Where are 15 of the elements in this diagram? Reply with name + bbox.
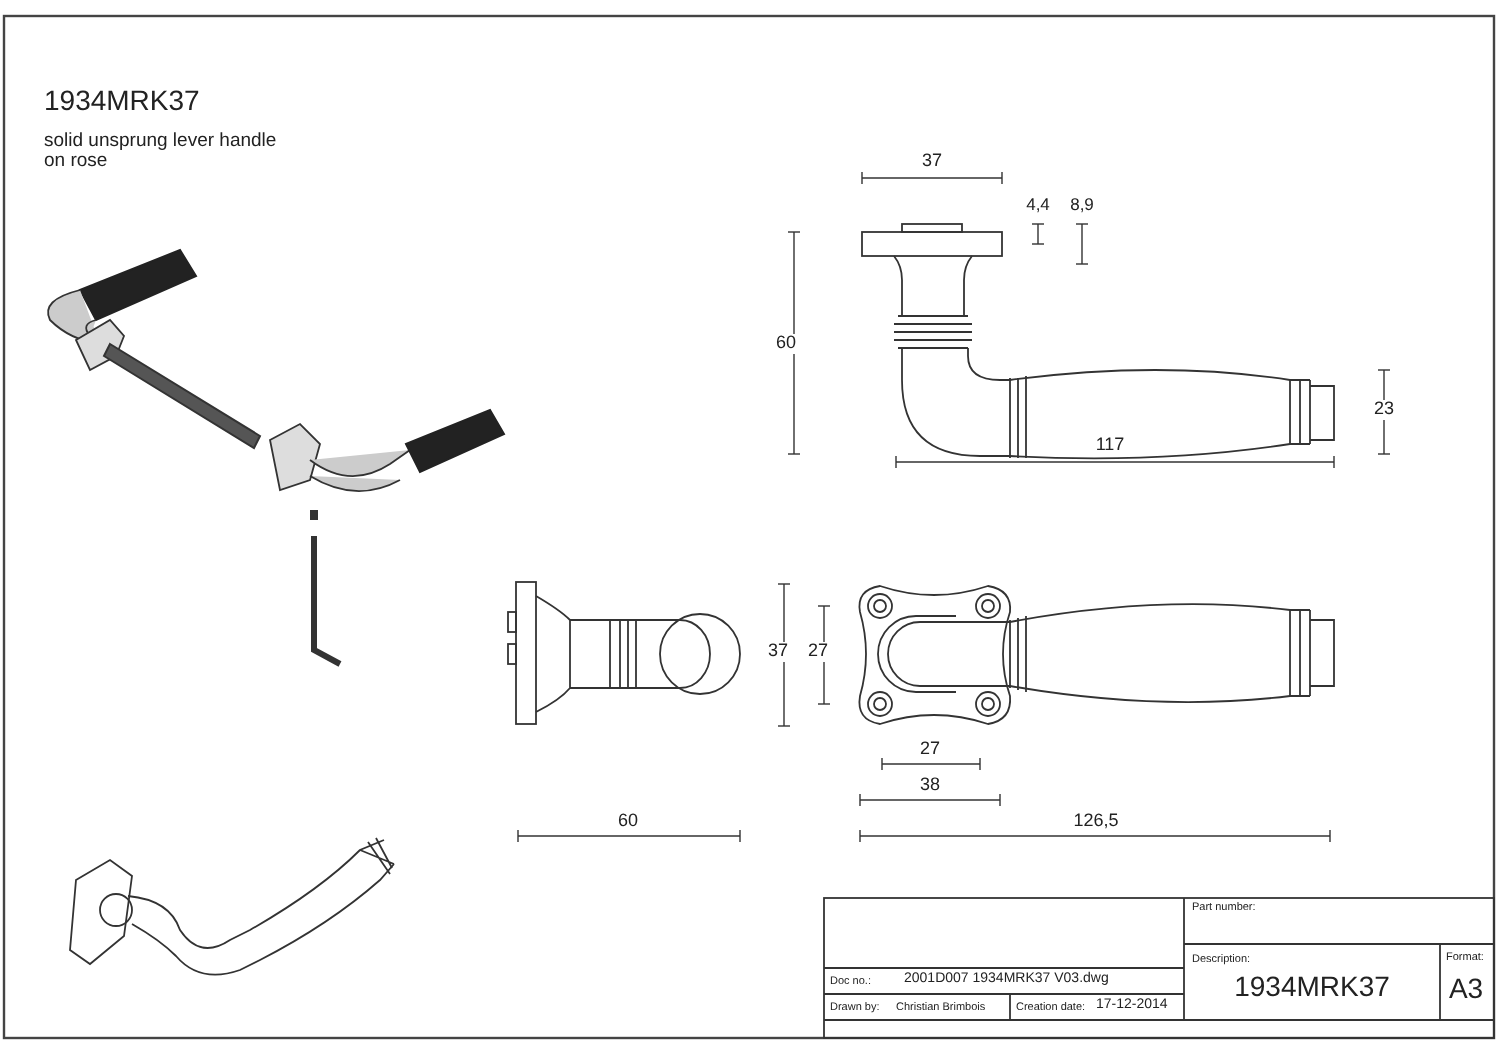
dimension-value: 126,5 xyxy=(1073,812,1119,832)
dimension-value: 8,9 xyxy=(1070,196,1094,215)
dimension-value: 27 xyxy=(808,642,829,662)
field-value: 1934MRK37 xyxy=(1234,972,1390,1003)
dimension-value: 117 xyxy=(1095,436,1125,456)
dimension-value: 37 xyxy=(922,152,942,172)
dimension-value: 38 xyxy=(920,776,940,796)
dimension-value: 37 xyxy=(768,642,789,662)
field-value: A3 xyxy=(1448,974,1484,1005)
drawing-title: 1934MRK37 xyxy=(44,86,200,117)
dimension-value: 4,4 xyxy=(1026,196,1050,215)
dimension-value: 60 xyxy=(618,812,638,832)
dimension-value: 60 xyxy=(776,334,797,354)
dimension-value: 23 xyxy=(1374,400,1395,420)
dimension-value: 27 xyxy=(920,740,940,760)
